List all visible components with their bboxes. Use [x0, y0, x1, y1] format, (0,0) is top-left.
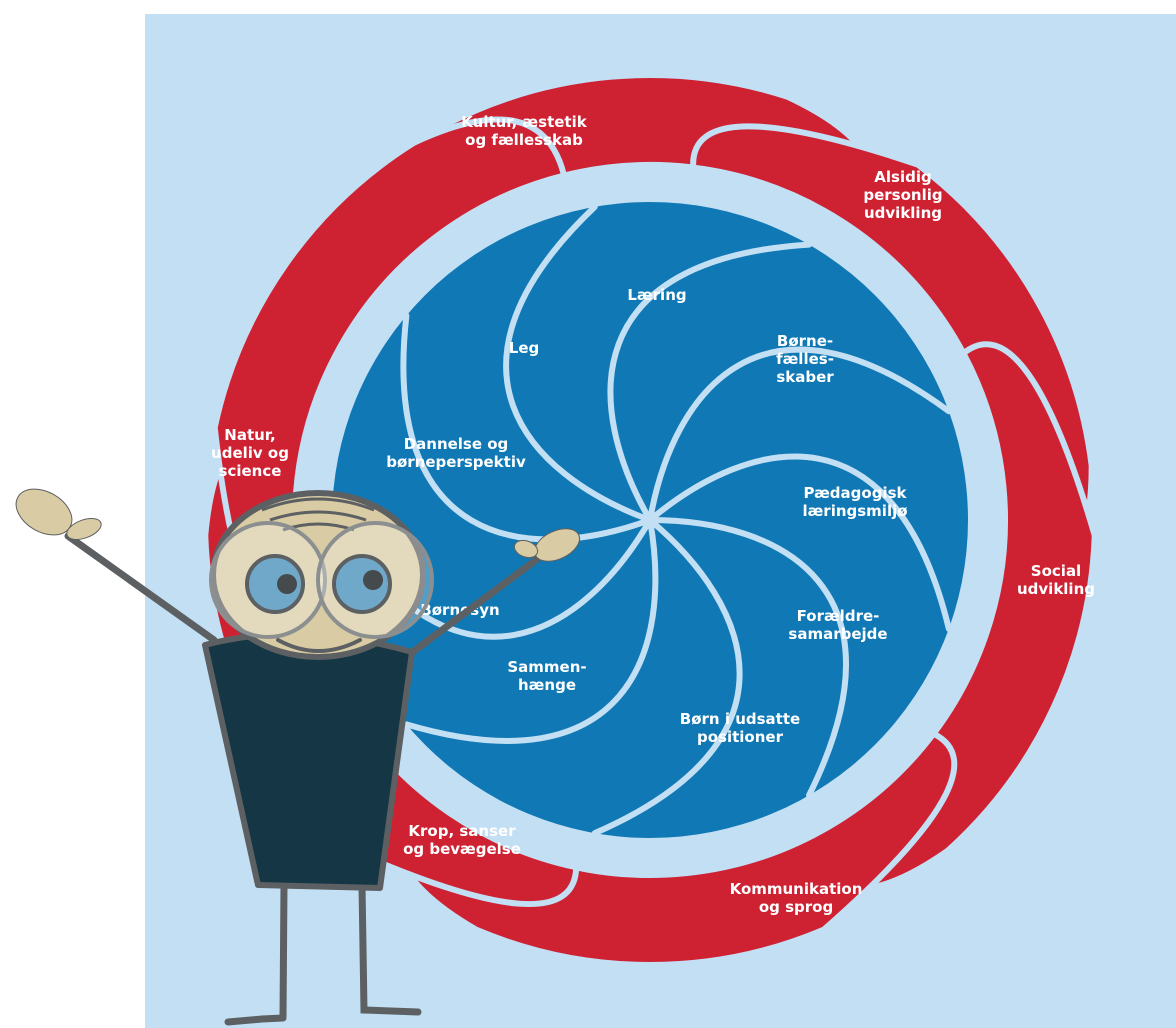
figure-right-arm: [398, 556, 540, 664]
inner-label-foraeldre: Forældre-samarbejde: [788, 607, 887, 643]
inner-label-boernefaellesskaber: Børne-fælles-skaber: [776, 332, 834, 386]
swirl-divider: [647, 517, 849, 799]
inner-swirl-ring: [329, 202, 968, 838]
figure-mouth: [276, 638, 362, 653]
figure-left-arm: [64, 532, 218, 644]
swirl-divider: [607, 241, 812, 523]
swirl-divider: [647, 346, 952, 523]
figure-left-eye: [245, 554, 305, 614]
figure-left-thumb: [66, 518, 102, 540]
figure-right-leg: [358, 881, 422, 1016]
stick-figure-character: [15, 488, 581, 1026]
outer-petal-natur: [211, 116, 568, 638]
inner-label-laering: Læring: [627, 286, 686, 304]
swirl-divider: [403, 517, 659, 744]
swirl-divider: [647, 453, 952, 632]
swirl-center-dot: [644, 514, 656, 526]
swirl-divider: [591, 517, 743, 837]
inner-label-leg: Leg: [509, 339, 539, 357]
figure-right-thumb: [513, 539, 539, 559]
swirl-divider: [503, 203, 653, 523]
figure-left-leg: [224, 881, 288, 1026]
figure-right-pupil: [363, 570, 383, 590]
swirl-divider: [400, 312, 653, 543]
figure-left-pupil: [277, 574, 297, 594]
figure-right-eye: [332, 554, 392, 614]
inner-label-sammenhaenge: Sammen-hænge: [507, 658, 586, 694]
